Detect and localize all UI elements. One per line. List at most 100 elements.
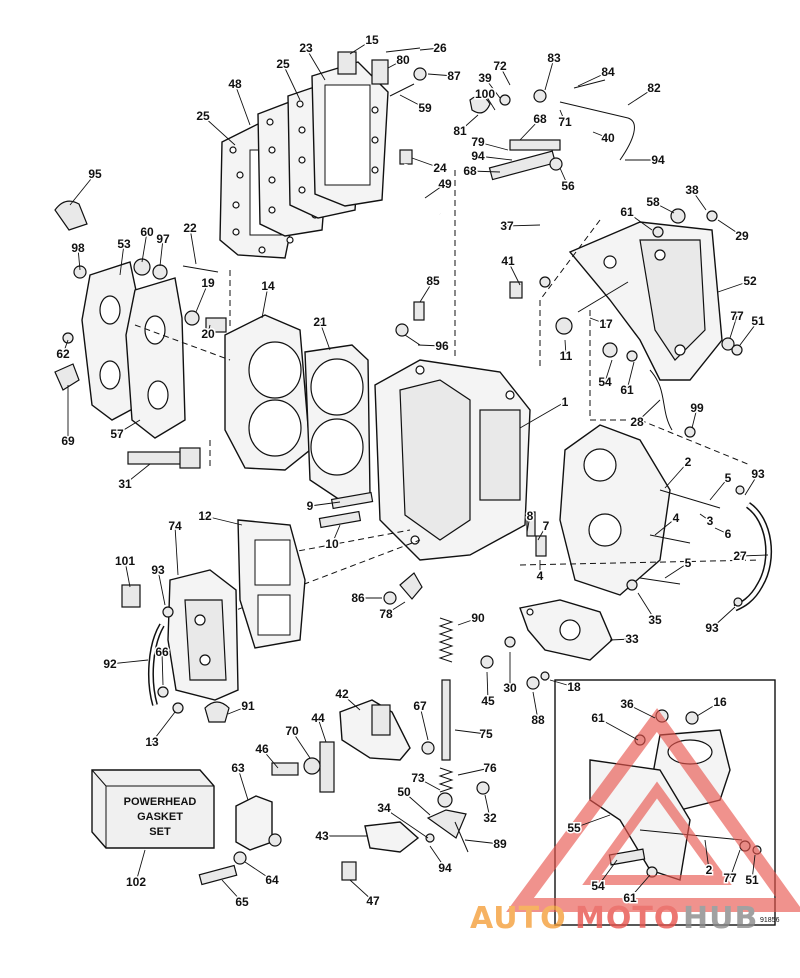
callout-c89: 89 — [493, 837, 507, 851]
screw-46-washer-70 — [271, 757, 321, 776]
leader-line-c101 — [124, 560, 131, 588]
leader-line-c50 — [403, 791, 431, 816]
head-gasket-21 — [304, 344, 371, 501]
leader-line-c40 — [592, 131, 609, 139]
callout-c40: 40 — [601, 131, 615, 145]
callout-c82: 82 — [647, 81, 661, 95]
leader-line-c22 — [189, 227, 197, 265]
callout-c42: 42 — [335, 687, 349, 701]
callout-c94c: 94 — [438, 861, 452, 875]
callout-c86: 86 — [351, 591, 365, 605]
callout-c46: 46 — [255, 742, 269, 756]
leader-line-c78 — [385, 601, 406, 615]
figure-code: 91856 — [760, 917, 780, 924]
leader-line-c62 — [62, 339, 69, 355]
throttle-linkage-37 — [469, 79, 635, 299]
callout-c68b: 68 — [463, 164, 477, 178]
watermark-auto: AUTO — [470, 901, 567, 936]
leader-line-c94a — [477, 155, 513, 161]
head-gasket-57 — [125, 277, 186, 439]
hose-27 — [733, 502, 773, 612]
leader-line-c18 — [549, 679, 575, 688]
leader-line-c27 — [739, 554, 769, 557]
callout-c62: 62 — [56, 347, 70, 361]
callout-c91: 91 — [241, 699, 255, 713]
leader-line-c35 — [637, 592, 656, 621]
leader-line-c5b — [664, 562, 689, 579]
leader-line-c89 — [464, 839, 501, 845]
leader-line-c14 — [261, 285, 269, 319]
fasteners-right-top — [602, 208, 743, 438]
callout-c80: 80 — [396, 53, 410, 67]
callout-c70: 70 — [285, 724, 299, 738]
callout-c30: 30 — [503, 681, 517, 695]
leader-line-c45 — [486, 671, 489, 702]
leader-line-c29 — [717, 219, 743, 237]
leader-line-c23 — [305, 47, 326, 81]
callout-c63: 63 — [231, 761, 245, 775]
callout-c5b: 5 — [685, 556, 692, 570]
callout-c24: 24 — [433, 161, 447, 175]
callout-c93a: 93 — [751, 467, 765, 481]
leader-line-c74 — [174, 525, 179, 576]
leader-line-c92 — [109, 659, 149, 665]
leader-line-c64 — [244, 861, 273, 881]
leader-line-c16 — [696, 701, 721, 717]
spark-plug-31 — [127, 447, 201, 469]
callout-c31: 31 — [118, 477, 132, 491]
callout-c28: 28 — [630, 415, 644, 429]
leader-line-c53 — [119, 243, 125, 276]
leader-line-c19 — [195, 282, 209, 313]
leader-lines — [62, 39, 769, 903]
assembly-dash-lines — [134, 170, 761, 621]
watermark-hub: HUB — [683, 901, 758, 936]
leader-line-c61c — [597, 717, 639, 741]
leader-line-c81 — [459, 114, 479, 132]
leader-line-c97 — [159, 238, 164, 267]
leader-line-c2 — [664, 461, 689, 489]
leader-line-c66 — [161, 651, 164, 686]
exhaust-cover-23 — [311, 61, 389, 207]
callout-c35: 35 — [648, 613, 662, 627]
callout-c94a: 94 — [471, 149, 485, 163]
leader-line-c61b — [626, 361, 635, 391]
bolts-bottom-left — [198, 851, 357, 886]
callout-c77b: 77 — [723, 871, 737, 885]
callout-c43: 43 — [315, 829, 329, 843]
lever-50-plate-43 — [364, 809, 469, 853]
leader-line-c11 — [564, 339, 567, 357]
leader-line-c51a — [739, 320, 759, 346]
gasket-12 — [237, 519, 306, 649]
callout-c8: 8 — [527, 509, 534, 523]
gasket-set-line-3: SET — [149, 826, 171, 838]
callout-c44: 44 — [311, 711, 325, 725]
callout-c1: 1 — [562, 395, 569, 409]
gasket-set-line-2: GASKET — [137, 811, 183, 823]
fitting-15-80 — [337, 47, 427, 97]
leader-line-c60 — [141, 231, 148, 263]
callout-c66: 66 — [155, 645, 169, 659]
callout-c9: 9 — [307, 499, 314, 513]
leader-line-c88 — [532, 691, 539, 721]
leader-line-c7 — [537, 525, 547, 541]
leader-line-c68b — [469, 170, 501, 173]
leader-line-c96 — [417, 344, 443, 347]
leader-line-c61d — [629, 874, 651, 899]
leader-line-c25a — [282, 63, 301, 101]
callout-c50: 50 — [397, 785, 411, 799]
leader-line-c47 — [349, 879, 374, 902]
callout-c96: 96 — [435, 339, 449, 353]
small-fasteners-middle — [421, 485, 745, 808]
callout-c3: 3 — [707, 514, 714, 528]
callout-c48: 48 — [228, 77, 242, 91]
leader-line-c1 — [519, 401, 566, 429]
callout-c93b: 93 — [705, 621, 719, 635]
leader-line-c52 — [717, 280, 751, 293]
leader-line-c93a — [744, 473, 759, 496]
callout-c16: 16 — [713, 695, 727, 709]
callout-c4b: 4 — [537, 569, 544, 583]
leader-line-c95 — [69, 173, 96, 206]
bypass-cover-33 — [519, 599, 613, 661]
callout-c68a: 68 — [533, 112, 547, 126]
cylinder-block-1 — [374, 301, 531, 561]
